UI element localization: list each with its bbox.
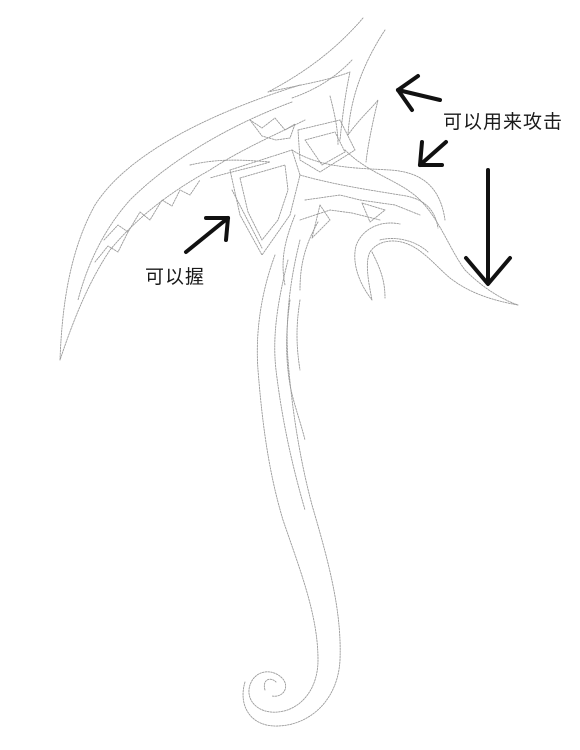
scythe-guard [229,119,446,256]
top-spikes [267,17,386,163]
grip-annotation: 可以握 [145,266,206,288]
scythe-shaft [242,239,341,727]
arrow-icon [184,216,230,254]
annotation-arrows [184,74,512,286]
scythe-blade [59,84,306,361]
hook-blade [344,149,519,306]
arrow-icon [396,74,442,112]
attack-annotation: 可以用来攻击 [443,111,564,133]
inner-ornament [282,194,421,291]
arrow-icon [464,168,512,286]
arrow-icon [418,140,448,167]
